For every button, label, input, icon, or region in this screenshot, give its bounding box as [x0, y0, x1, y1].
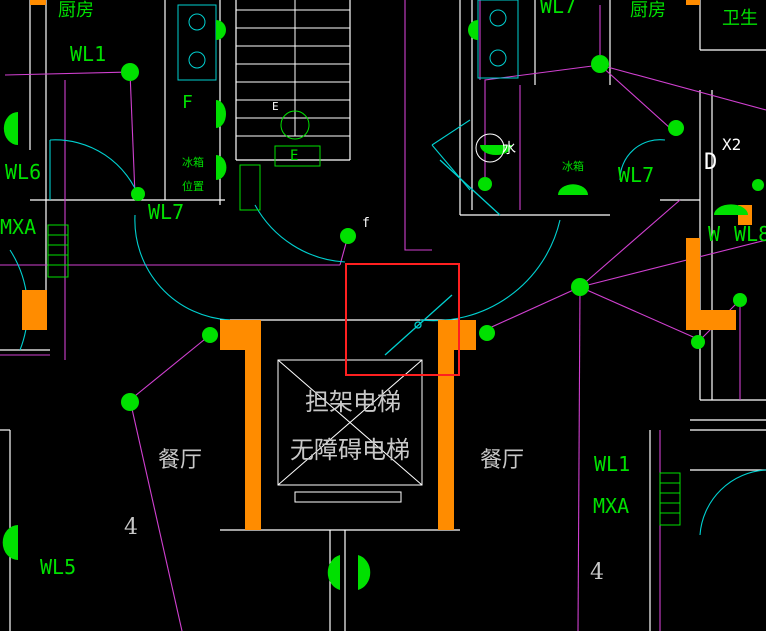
water-meter-icon: [239, 110, 505, 211]
stairs: [236, 0, 350, 137]
wall-lamp-icon: [2, 20, 748, 590]
switch-detail: [384, 159, 501, 356]
ceiling-lamp-icon: [121, 55, 764, 411]
gas-stove-icon: [177, 0, 519, 81]
elevator-shaft: [220, 320, 476, 530]
columns: [22, 0, 752, 330]
door-swings: [9, 119, 766, 536]
selection-highlight: [345, 263, 460, 376]
meter-boxes: [47, 224, 681, 526]
